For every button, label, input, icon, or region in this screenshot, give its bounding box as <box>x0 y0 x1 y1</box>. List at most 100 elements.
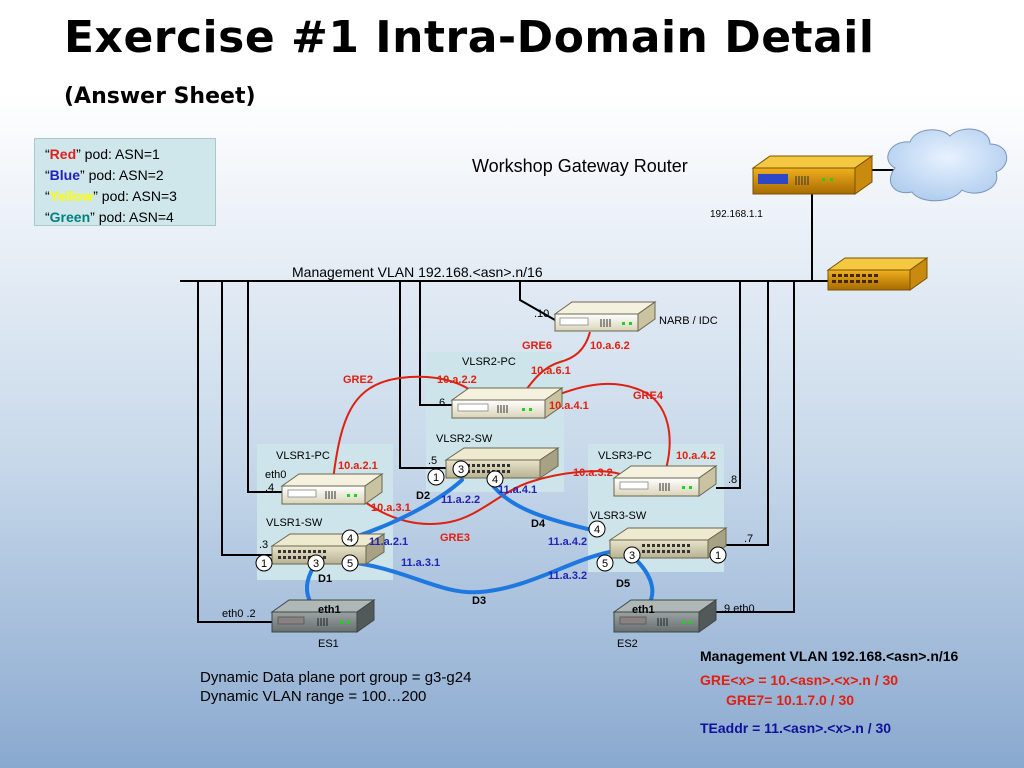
port-label: 3 <box>458 464 464 476</box>
teaddr-note: TEaddr = 11.<asn>.<x>.n / 30 <box>700 720 892 736</box>
gre6-label: GRE6 <box>522 340 552 352</box>
es2-host <box>612 599 718 633</box>
vlsr1-pc <box>280 473 384 505</box>
gre3-link <box>361 470 621 525</box>
es2-eth0-label: .9 eth0 <box>721 603 755 615</box>
port-label: 4 <box>492 474 498 486</box>
d3-label: D3 <box>472 595 486 607</box>
es1-host <box>270 599 376 633</box>
es1-eth1-label: eth1 <box>318 604 341 616</box>
vlsr1-pc-ip: .4 <box>265 482 274 494</box>
addr-10-a-4-1: 10.a.4.1 <box>549 400 589 412</box>
vlsr3-sw-label: VLSR3-SW <box>590 510 647 522</box>
vlsr2-pc-ip: .6 <box>436 397 445 409</box>
port-label: 4 <box>347 533 353 545</box>
d4-label: D4 <box>531 518 546 530</box>
gre6-link <box>519 331 591 399</box>
addr-11-a-4-2: 11.a.4.2 <box>548 536 587 548</box>
vlsr1-eth0-label: eth0 <box>265 469 286 481</box>
port-label: 1 <box>433 472 439 484</box>
gateway-label: Workshop Gateway Router <box>472 156 688 176</box>
addr-11-a-2-2: 11.a.2.2 <box>441 494 480 506</box>
gre2-link <box>331 375 479 489</box>
es2-eth1-label: eth1 <box>632 604 655 616</box>
narb-idc-pc <box>553 301 657 332</box>
port-circle <box>255 554 273 572</box>
page-subtitle: (Answer Sheet) <box>64 84 256 109</box>
vlsr1-pc-label: VLSR1-PC <box>276 450 330 462</box>
d3-link <box>348 550 612 595</box>
port-group-notes: Dynamic Data plane port group = g3-g24 D… <box>200 668 471 706</box>
vlsr2-pc-label: VLSR2-PC <box>462 356 516 368</box>
gre2-label: GRE2 <box>343 374 373 386</box>
addr-10-a-6-2: 10.a.6.2 <box>590 340 630 352</box>
vlsr1-sw-label: VLSR1-SW <box>266 517 323 529</box>
port-group-note: Dynamic Data plane port group = g3-g24 <box>200 669 472 686</box>
gateway-switch <box>826 257 929 291</box>
port-circle <box>709 546 727 564</box>
gateway-router <box>751 155 874 195</box>
mgmt-vlan-note: Management VLAN 192.168.<asn>.n/16 <box>700 648 959 664</box>
narb-ip: .10 <box>534 308 549 320</box>
vlan-range-note: Dynamic VLAN range = 100…200 <box>200 688 427 705</box>
asn-legend: “Red” pod: ASN=1 “Blue” pod: ASN=2 “Yell… <box>34 138 216 226</box>
gre3-label: GRE3 <box>440 532 470 544</box>
gre-note: GRE<x> = 10.<asn>.<x>.n / 30 <box>700 672 899 688</box>
management-vlan-label: Management VLAN 192.168.<asn>.n/16 <box>292 264 543 280</box>
port-circle <box>623 546 641 564</box>
port-circle <box>452 460 470 478</box>
gre7-note: GRE7= 10.1.7.0 / 30 <box>726 692 855 708</box>
management-bus <box>180 169 898 623</box>
vlsr3-pc-ip: .8 <box>728 474 737 486</box>
vlsr1-sw-ip: .3 <box>259 539 268 551</box>
addr-11-a-3-2: 11.a.3.2 <box>548 570 587 582</box>
vlsr3-pc-label: VLSR3-PC <box>598 450 652 462</box>
legend-green: “Green” pod: ASN=4 <box>45 209 174 225</box>
legend-red: “Red” pod: ASN=1 <box>45 146 160 162</box>
addr-11-a-3-1: 11.a.3.1 <box>401 557 440 569</box>
vlsr3-sw-ip: .7 <box>744 533 753 545</box>
port-label: 3 <box>313 558 319 570</box>
addr-10-a-3-1: 10.a.3.1 <box>371 502 411 514</box>
page-title: Exercise #1 Intra-Domain Detail <box>64 12 875 63</box>
addr-10-a-4-2: 10.a.4.2 <box>676 450 716 462</box>
vlsr3-pc <box>612 465 718 497</box>
addressing-notes: Management VLAN 192.168.<asn>.n/16 GRE<x… <box>700 646 958 738</box>
es1-label: ES1 <box>318 638 339 650</box>
internet-cloud <box>887 128 1007 202</box>
vlsr2-sw-label: VLSR2-SW <box>436 433 493 445</box>
vlsr2-sw-ip: .5 <box>428 455 437 467</box>
port-circle <box>341 554 359 572</box>
d2-link <box>350 478 464 540</box>
es1-eth0-label: eth0 .2 <box>222 608 256 620</box>
port-label: 1 <box>715 550 721 562</box>
addr-10-a-2-1: 10.a.2.1 <box>338 460 378 472</box>
addr-11-a-4-1: 11.a.4.1 <box>498 484 537 496</box>
gre-links <box>331 331 671 525</box>
port-circle <box>307 554 325 572</box>
es2-label: ES2 <box>617 638 638 650</box>
legend-yellow: “Yellow” pod: ASN=3 <box>45 188 177 204</box>
d2-label: D2 <box>416 490 430 502</box>
vlsr2-sw <box>444 447 560 479</box>
vlsr1-sw <box>270 533 386 565</box>
port-circle <box>486 470 504 488</box>
port-circle <box>596 554 614 572</box>
d1-label: D1 <box>318 573 332 585</box>
port-label: 1 <box>261 558 267 570</box>
port-circle <box>427 468 445 486</box>
port-label: 5 <box>602 558 608 570</box>
gre4-link <box>544 382 671 473</box>
vlsr3-sw <box>608 527 728 559</box>
addr-10-a-2-2: 10.a.2.2 <box>437 374 477 386</box>
gre4-label: GRE4 <box>633 390 664 402</box>
addr-10-a-6-1: 10.a.6.1 <box>531 365 571 377</box>
port-label: 4 <box>594 524 600 536</box>
port-label: 5 <box>347 558 353 570</box>
port-label: 3 <box>629 550 635 562</box>
port-circle <box>588 520 606 538</box>
legend-blue: “Blue” pod: ASN=2 <box>45 167 164 183</box>
gateway-ip: 192.168.1.1 <box>710 209 763 220</box>
vlsr2-pc <box>450 387 564 419</box>
